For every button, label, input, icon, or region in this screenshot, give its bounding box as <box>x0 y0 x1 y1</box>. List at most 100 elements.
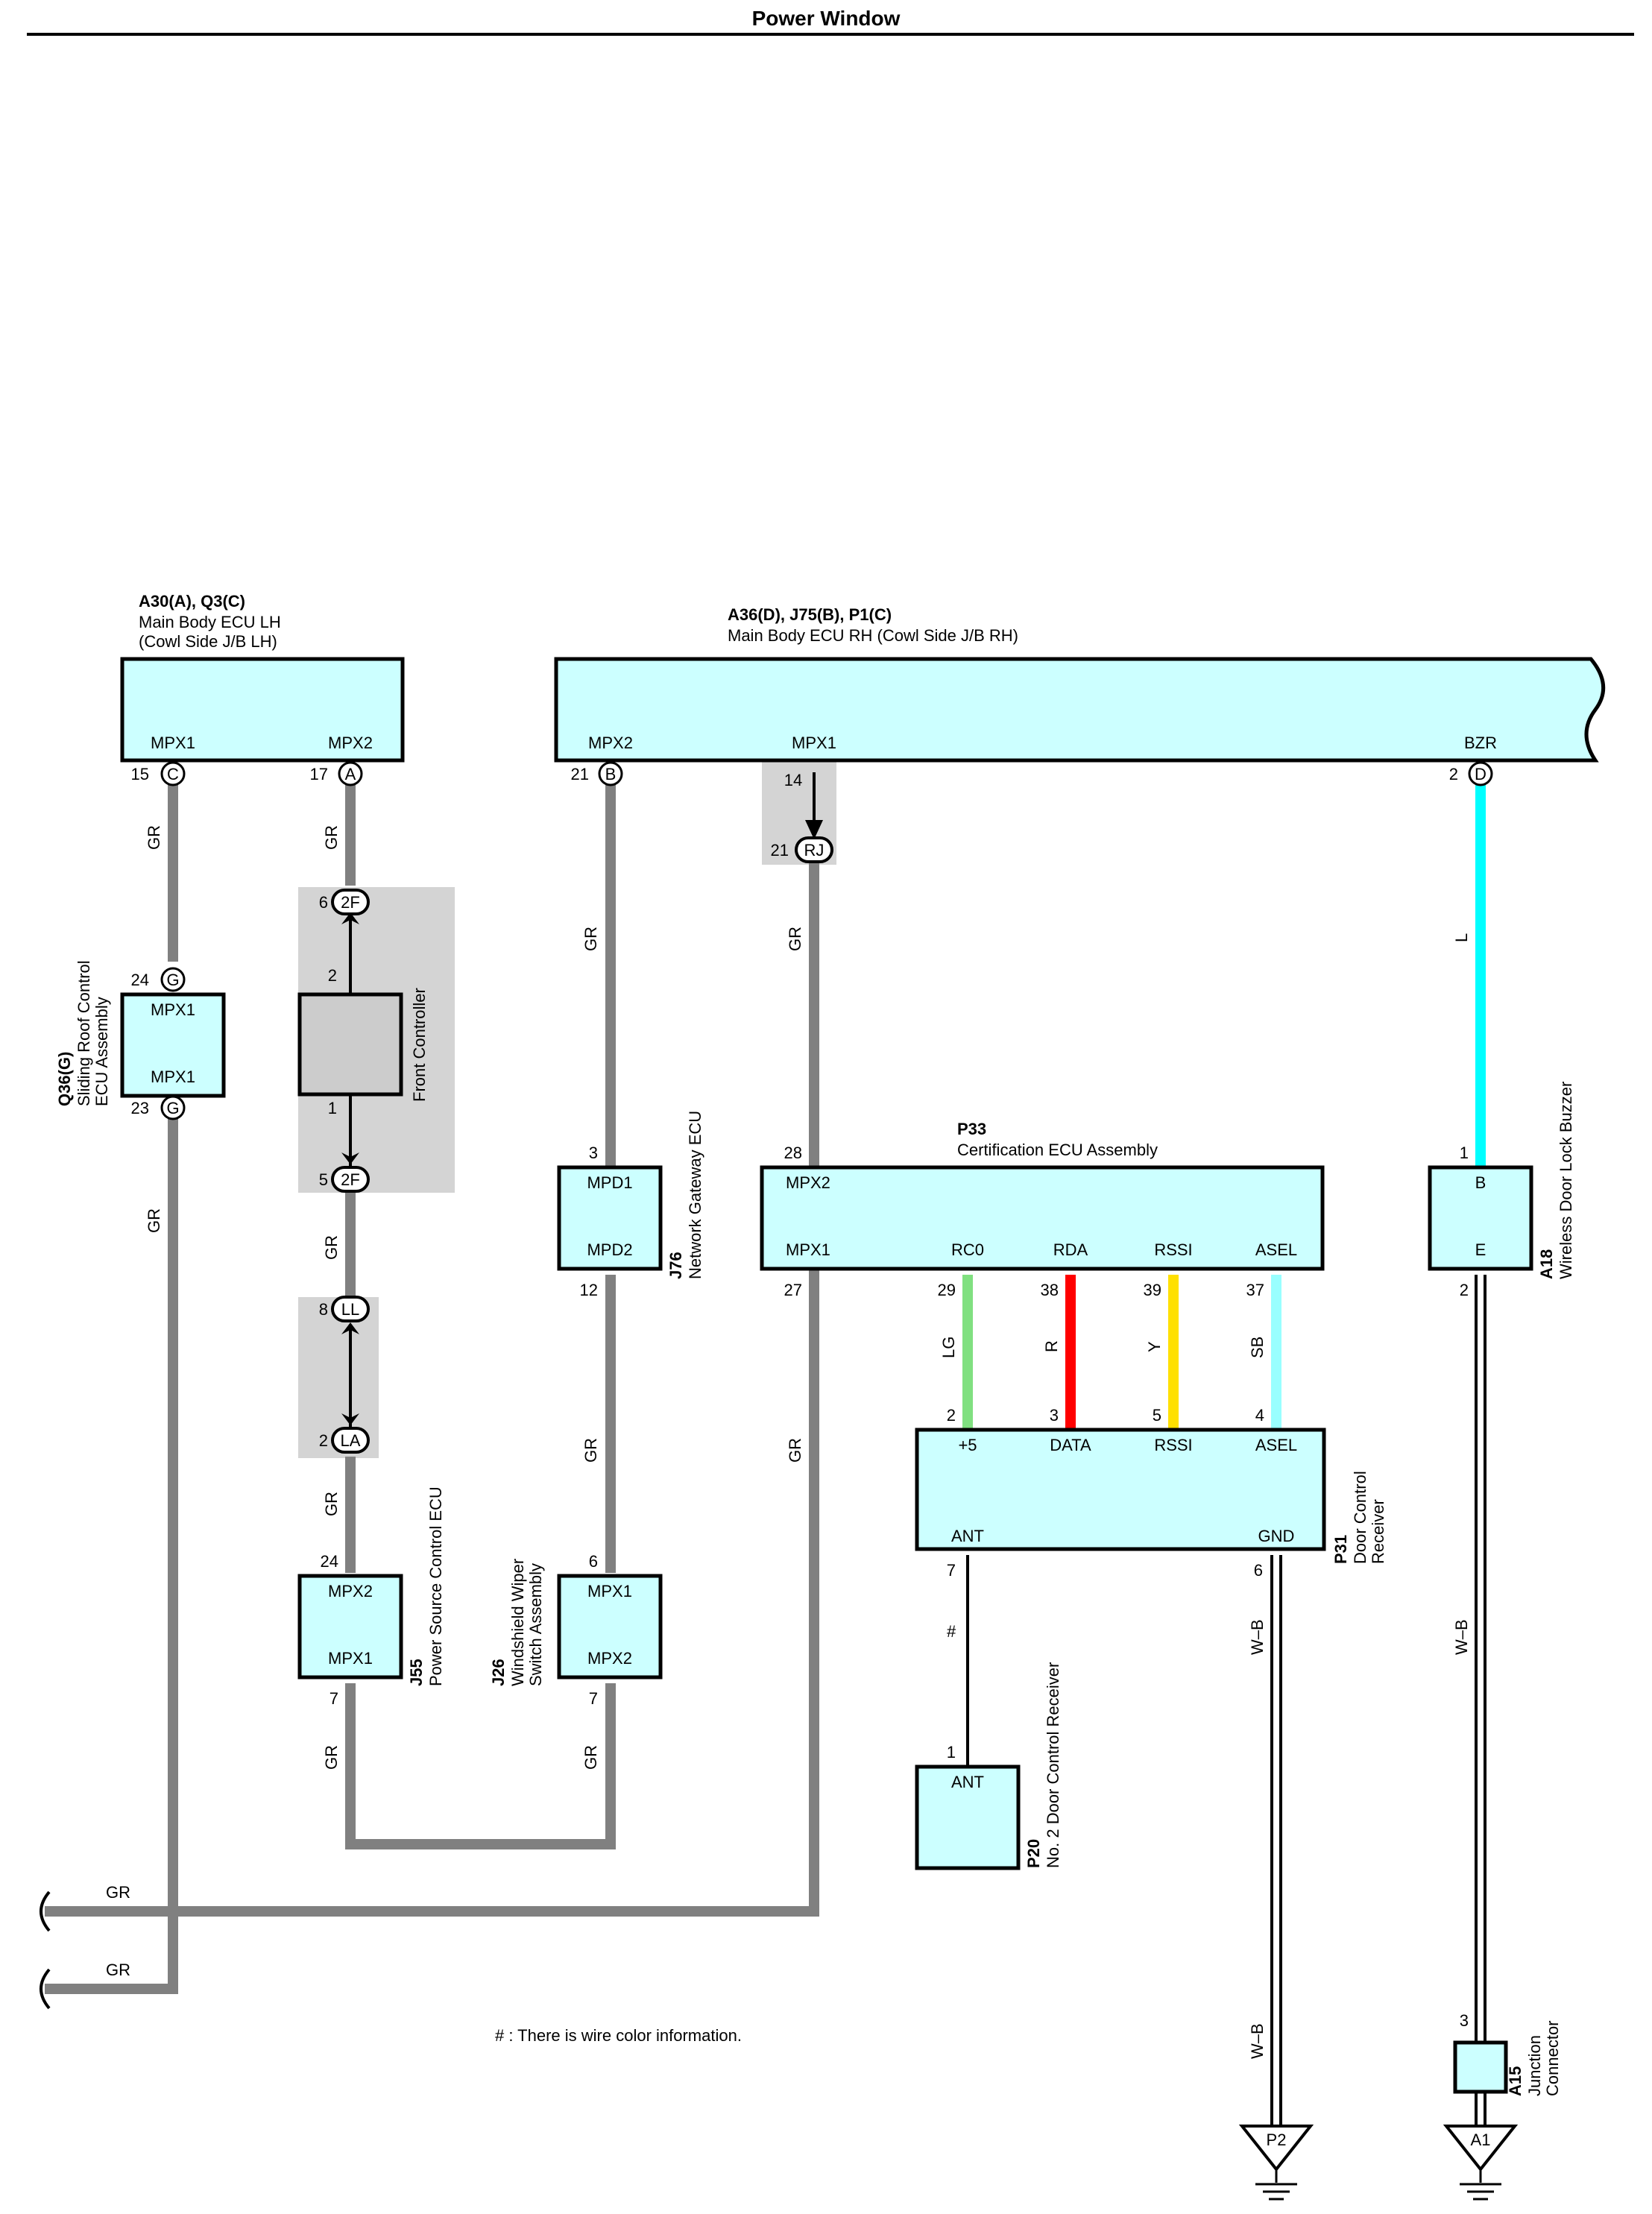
wire-label-r: R <box>1042 1340 1061 1352</box>
p33-pin-rc0: 29 <box>938 1281 956 1299</box>
ecu-rh-bzr: BZR <box>1464 734 1497 752</box>
p33-mpx2: MPX2 <box>786 1173 830 1192</box>
p33-pin-rda: 38 <box>1041 1281 1059 1299</box>
ecu-lh-conn-a-circle <box>338 761 363 786</box>
j26-pin-top: 6 <box>589 1552 598 1571</box>
a18-b: B <box>1475 1173 1487 1192</box>
wire-label-l: L <box>1452 933 1471 942</box>
q36-conn-top-circle <box>160 967 186 992</box>
p31-asel: ASEL <box>1255 1436 1297 1454</box>
j26-name1: Windshield Wiper <box>508 1559 527 1686</box>
j55-name: Power Source Control ECU <box>426 1486 445 1686</box>
j26-box <box>557 1574 663 1680</box>
wire-label-gr-2f-ll: GR <box>322 1235 341 1260</box>
ground-p2-label: P2 <box>1267 2131 1287 2149</box>
p33-mpx1: MPX1 <box>786 1240 830 1259</box>
no2-door-control-receiver: 1 ANT P20 No. 2 Door Control Receiver <box>915 1662 1062 1870</box>
la-arrow-down <box>341 1413 359 1425</box>
j26-top-label: MPX1 <box>587 1582 632 1600</box>
p31-pin-ant: 7 <box>947 1561 956 1580</box>
network-gateway-ecu: 3 MPD1 MPD2 12 J76 Network Gateway ECU <box>557 1111 704 1299</box>
wire-label-lg: LG <box>939 1337 958 1358</box>
ecu-rh-name: Main Body ECU RH (Cowl Side J/B RH) <box>728 626 1018 645</box>
a18-box <box>1428 1165 1533 1271</box>
a15-name2: Connector <box>1543 2020 1562 2096</box>
j26-code: J26 <box>489 1659 508 1686</box>
ecu-lh-pin-mpx2: 17 <box>310 765 328 783</box>
wiper-switch-assembly: 6 MPX1 MPX2 7 J26 Windshield Wiper Switc… <box>489 1552 663 1708</box>
q36-conn-bottom-circle <box>160 1095 186 1120</box>
ecu-rh-conn-b-circle <box>598 761 623 786</box>
fc-jc-bottom: 2F <box>341 1170 360 1189</box>
power-source-ecu: 24 MPX2 MPX1 7 J55 Power Source Control … <box>297 1486 445 1708</box>
wire-label-wb-e: W–B <box>1452 1619 1471 1655</box>
q36-top-label: MPX1 <box>151 1000 195 1019</box>
j55-bottom-label: MPX1 <box>328 1649 373 1668</box>
j76-box <box>557 1165 663 1271</box>
ecu-rh-codes: A36(D), J75(B), P1(C) <box>728 605 892 624</box>
a15-box <box>1453 2040 1508 2094</box>
ecu-rh-conn-d-circle <box>1468 761 1493 786</box>
j55-top-label: MPX2 <box>328 1582 373 1600</box>
wire-label-gr-lh-mpx1: GR <box>145 825 163 850</box>
ll-la-junction: 8 LL 2 LA <box>319 1296 370 1454</box>
p33-rda: RDA <box>1053 1240 1088 1259</box>
rj-pin: 21 <box>771 841 789 860</box>
q36-name1: Sliding Roof Control <box>75 960 93 1106</box>
ecu-rh-conn-d: D <box>1475 765 1487 783</box>
q36-conn-bottom: G <box>166 1099 179 1117</box>
a15-name1: Junction <box>1525 2035 1544 2096</box>
j55-pin-bottom: 7 <box>330 1689 338 1708</box>
p31-ant: ANT <box>951 1527 984 1545</box>
p31-code: P31 <box>1331 1535 1350 1564</box>
p31-pin-data: 3 <box>1050 1406 1059 1425</box>
q36-code: Q36(G) <box>55 1052 74 1106</box>
ecu-rh-box <box>554 657 1606 763</box>
j76-bottom-label: MPD2 <box>587 1240 632 1259</box>
ground-p2: P2 <box>1238 2125 1314 2201</box>
p31-rssi: RSSI <box>1154 1436 1192 1454</box>
door-control-receiver: 2 3 5 4 +5 DATA RSSI ASEL ANT GND 7 6 P3… <box>915 1406 1387 1580</box>
ground-a1: A1 <box>1443 2125 1519 2201</box>
wire-label-gr-q36-down: GR <box>145 1208 163 1233</box>
wire-label-hash: # <box>947 1622 956 1641</box>
ecu-lh-name1: Main Body ECU LH <box>139 613 281 631</box>
j55-code: J55 <box>407 1659 426 1686</box>
footnote: # : There is wire color information. <box>495 2026 742 2045</box>
p31-pin-p5: 2 <box>947 1406 956 1425</box>
fc-pin-top: 2 <box>328 966 337 985</box>
wire-label-gr-cert-down: GR <box>786 1438 804 1463</box>
wire-label-wb-gnd: W–B <box>1248 1619 1267 1655</box>
rj-pill <box>795 836 833 863</box>
fc-arrow-down <box>341 1152 359 1164</box>
a15-code: A15 <box>1506 2066 1525 2096</box>
p31-pin-rssi: 5 <box>1153 1406 1161 1425</box>
wire-label-gr-lh-mpx2: GR <box>322 825 341 850</box>
p20-ant: ANT <box>951 1773 984 1791</box>
wire-color-labels: GR GR GR GR L GR GR GR GR GR GR GR LG R … <box>106 825 1471 2059</box>
break-mark-2 <box>40 1968 51 2010</box>
a18-code: A18 <box>1537 1249 1556 1279</box>
ecu-lh-name2: (Cowl Side J/B LH) <box>139 632 277 651</box>
p33-pin-mpx1: 27 <box>784 1281 802 1299</box>
junction-connector: 3 A15 Junction Connector <box>1453 2011 1562 2096</box>
ground-p2-triangle <box>1238 2125 1314 2172</box>
wb-wires <box>1270 1275 1487 2126</box>
p31-data: DATA <box>1050 1436 1091 1454</box>
a18-pin-b: 1 <box>1460 1144 1469 1162</box>
ll-pill <box>331 1296 370 1322</box>
wire-label-gr-bottom-1: GR <box>106 1883 130 1902</box>
p33-name: Certification ECU Assembly <box>957 1141 1158 1159</box>
ecu-rh-conn-b: B <box>605 765 617 783</box>
p33-rc0: RC0 <box>951 1240 984 1259</box>
la-label: LA <box>341 1431 361 1450</box>
sliding-roof-ecu: 24 G MPX1 MPX1 23 G Q36(G) Sliding Roof … <box>55 960 226 1120</box>
ecu-lh-conn-c: C <box>167 765 179 783</box>
main-body-ecu-rh: A36(D), J75(B), P1(C) Main Body ECU RH (… <box>554 605 1606 789</box>
wire-label-sb: SB <box>1248 1337 1267 1358</box>
q36-box <box>120 992 226 1098</box>
rj-junction: 21 RJ <box>771 772 833 863</box>
ll-label: LL <box>341 1300 359 1319</box>
p20-pin: 1 <box>947 1743 956 1762</box>
p31-pin-gnd: 6 <box>1254 1561 1263 1580</box>
